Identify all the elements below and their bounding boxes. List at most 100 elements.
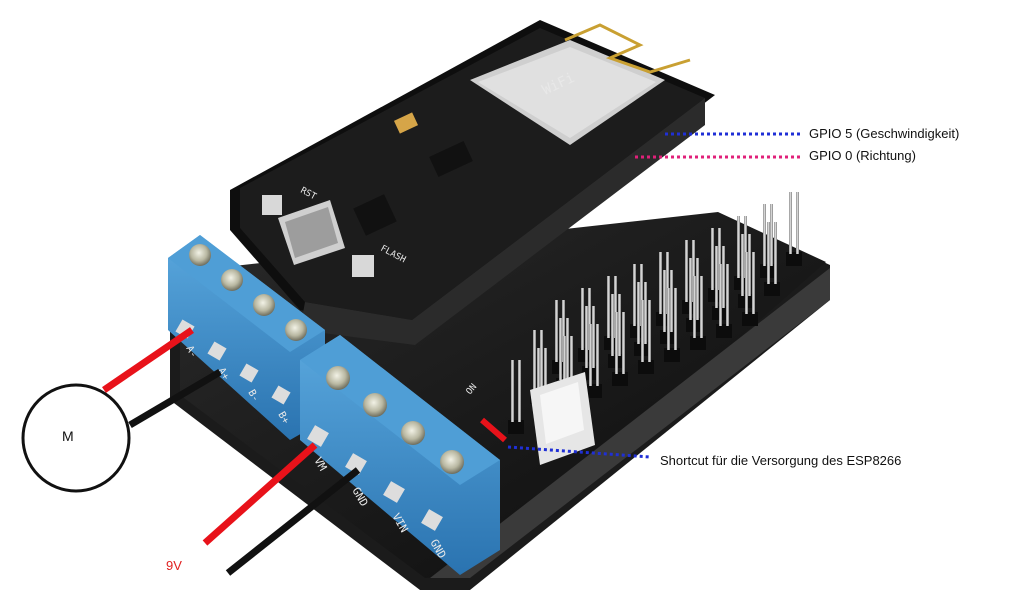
terminal-block-right: VM GND VIN GND [300, 335, 500, 575]
header-pin [774, 222, 777, 284]
header-pin [711, 228, 714, 290]
gpio5-annotation: GPIO 5 (Geschwindigkeit) [809, 126, 960, 141]
header-pin [689, 258, 692, 320]
header-pin [544, 348, 547, 410]
header-pin [696, 258, 699, 320]
header-pin [585, 306, 588, 368]
pin-header-base [664, 348, 680, 362]
usb-port [278, 200, 345, 265]
header-pin [796, 192, 799, 254]
header-pin [570, 336, 573, 398]
pin-header-base [612, 372, 628, 386]
header-pin [618, 294, 621, 356]
screw-2 [221, 269, 243, 291]
terminal-label-a-minus: A- [183, 344, 199, 360]
screw-5 [326, 366, 350, 390]
header-pin [611, 294, 614, 356]
header-pin [518, 360, 521, 422]
esp12-chip: WiFi [470, 40, 665, 145]
header-pin [693, 276, 696, 338]
terminal-label-vm: VM [311, 455, 329, 473]
header-pin [789, 192, 792, 254]
screw-6 [363, 393, 387, 417]
header-pin [562, 300, 565, 362]
pin-header-base [586, 384, 602, 398]
header-pin [752, 252, 755, 314]
regulator [429, 141, 473, 177]
header-pin [614, 276, 617, 338]
screw-4 [285, 319, 307, 341]
pin-header-base [716, 324, 732, 338]
header-pin [745, 252, 748, 314]
header-pin [633, 264, 636, 326]
header-pin [637, 282, 640, 344]
pin-header-base [742, 312, 758, 326]
header-pin [540, 330, 543, 392]
header-pin [770, 204, 773, 266]
flash-button [352, 255, 374, 277]
pin-header-base [690, 336, 706, 350]
header-pin [641, 300, 644, 362]
header-pin [726, 264, 729, 326]
motor-wire-negative [128, 368, 222, 429]
header-pin [563, 336, 566, 398]
header-pin [722, 246, 725, 308]
header-pin [581, 288, 584, 350]
header-pin [715, 246, 718, 308]
header-pin [596, 324, 599, 386]
capacitor [393, 112, 419, 134]
header-pin [589, 324, 592, 386]
header-pin [644, 282, 647, 344]
pin-header-base [786, 252, 802, 266]
terminal-label-b-plus: B+ [275, 410, 291, 426]
screw-8 [440, 450, 464, 474]
header-pin [511, 360, 514, 422]
header-pin [566, 318, 569, 380]
header-pin [666, 252, 669, 314]
header-pin [737, 216, 740, 278]
screw-3 [253, 294, 275, 316]
header-pin [559, 318, 562, 380]
header-pin [622, 312, 625, 374]
header-pin [533, 330, 536, 392]
pin-header-base [764, 282, 780, 296]
header-pin [763, 204, 766, 266]
header-pin [692, 240, 695, 302]
header-pin-array [508, 192, 802, 434]
shortcut-jumper [480, 417, 507, 443]
gpio0-annotation: GPIO 0 (Richtung) [809, 148, 916, 163]
header-pin [615, 312, 618, 374]
supply-wire-negative [225, 467, 361, 576]
header-pin [741, 234, 744, 296]
header-pin [667, 288, 670, 350]
header-pin [685, 240, 688, 302]
terminal-block-left: A- A+ B- B+ [168, 235, 325, 440]
motor-symbol [21, 383, 131, 493]
header-pin [767, 222, 770, 284]
header-pin [700, 276, 703, 338]
header-pin [674, 288, 677, 350]
header-pin [648, 300, 651, 362]
header-pin [592, 306, 595, 368]
header-pin [588, 288, 591, 350]
power-switch: ON [465, 372, 595, 465]
header-pin [537, 348, 540, 410]
shortcut-annotation: Shortcut für die Versorgung des ESP8266 [660, 453, 902, 468]
usb-serial-chip [353, 194, 397, 236]
header-pin [719, 264, 722, 326]
header-pin [670, 270, 673, 332]
header-pin [659, 252, 662, 314]
header-pin [640, 264, 643, 326]
screw-1 [189, 244, 211, 266]
terminal-label-b-minus: B- [245, 388, 261, 404]
header-pin [748, 234, 751, 296]
header-pin [555, 300, 558, 362]
pin-header-base [638, 360, 654, 374]
header-pin [663, 270, 666, 332]
motor-wire-positive [102, 327, 194, 393]
header-pin [744, 216, 747, 278]
esp8266-module: WiFi RST FLASH [230, 20, 715, 345]
rst-button [262, 195, 282, 215]
pin-header-base [508, 420, 524, 434]
